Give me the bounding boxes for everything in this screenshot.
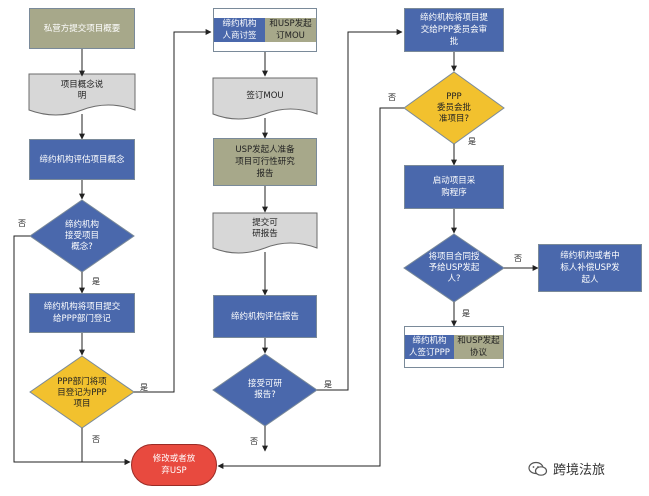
evaluate-concept: 缔约机构评估项目概念 [29,139,135,180]
submit-to-ppp-unit: 缔约机构将项目提交 给PPP部门登记 [29,293,135,333]
negotiate-mou-right: 和USP发起 订MOU [265,18,316,42]
label-yes-award: 是 [462,309,470,318]
submit-report-label: 提交可 研报告 [252,218,278,239]
negotiate-mou-left: 缔约机构 人商讨签 [214,18,265,42]
submit-to-committee: 缔约机构将项目提 交给PPP委员会审 批 [404,8,504,52]
sign-ppp-right: 和USP发起 协议 [454,335,503,359]
doc-shape-report [212,212,318,254]
sign-mou-label: 签订MOU [246,90,284,101]
label-no-register: 否 [92,435,100,444]
label-yes-committee: 是 [468,137,476,146]
label-no-concept: 否 [18,219,26,228]
private-submit-summary: 私营方提交项目概要 [29,8,135,49]
sign-ppp-left: 缔约机构 人签订PPP [405,335,454,359]
wechat-icon [528,461,548,476]
start-procurement: 启动项目采 购程序 [404,165,504,209]
watermark: 跨境法旅 [528,459,605,478]
label-no-award: 否 [514,254,522,263]
label-no-report: 否 [250,437,258,446]
negotiate-mou: 缔约机构 人商讨签 和USP发起 订MOU [213,8,317,52]
modify-or-abandon: 修改或者放 弃USP [131,444,217,486]
doc-shape-concept [28,73,136,116]
watermark-text: 跨境法旅 [553,463,606,478]
evaluate-report: 缔约机构评估报告 [213,295,317,338]
accept-report-label: 接受可研 报告? [247,379,282,400]
committee-approve-label: PPP 委员会批 准项目? [436,91,471,124]
label-no-committee: 否 [388,93,396,102]
ppp-register-label: PPP部门将项 目登记为PPP 项目 [57,376,107,409]
feasibility-study: USP发起人准备 项目可行性研究 报告 [213,138,317,186]
label-yes-concept: 是 [92,277,100,286]
compensate-usp: 缔约机构或者中 标人补偿USP发 起人 [538,244,642,292]
label-yes-register: 是 [140,383,148,392]
award-contract-label: 将项目合同授 予给USP发起 人? [428,251,480,284]
project-concept-doc-label: 项目概念说 明 [60,80,104,101]
sign-ppp-agreement: 缔约机构 人签订PPP 和USP发起 协议 [404,326,504,368]
doc-shape-mou [212,77,318,120]
label-yes-report: 是 [324,380,332,389]
accept-concept-label: 缔约机构 接受项目 概念? [64,219,99,252]
